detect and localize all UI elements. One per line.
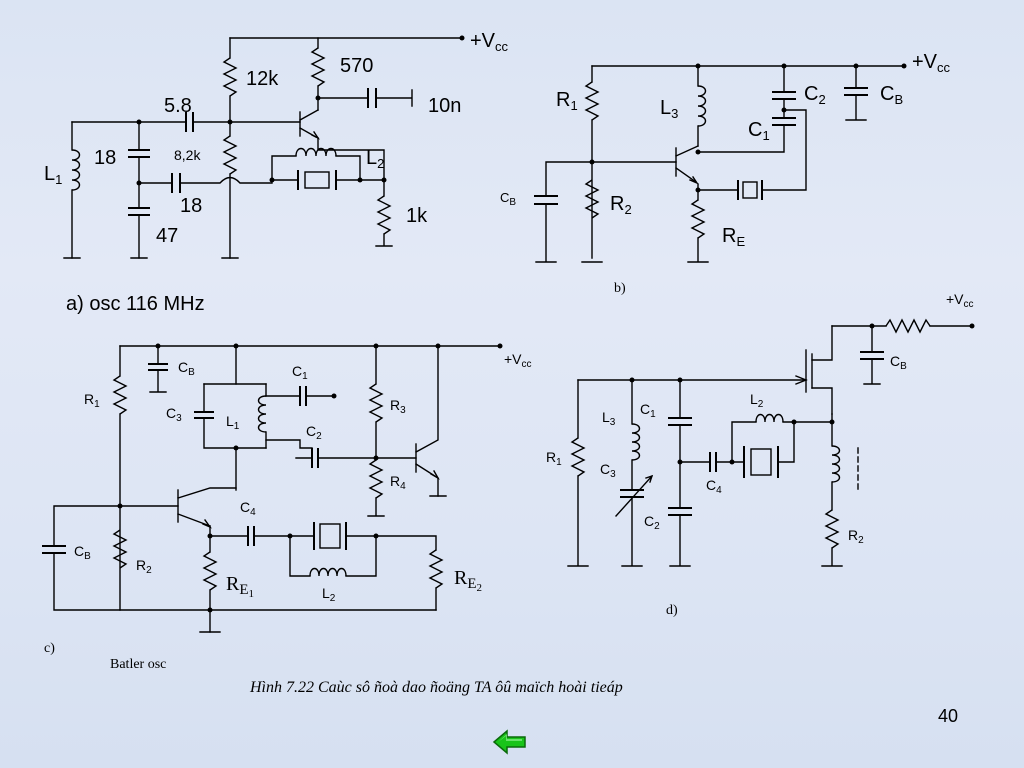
a-c-bottom-label: 47	[156, 225, 178, 247]
a-r-emitter-label: 1k	[406, 205, 428, 227]
c-re2-label: RE2	[454, 567, 482, 594]
d-vcc: +Vcc	[946, 291, 974, 310]
c-l1-label: L1	[226, 413, 240, 432]
a-title: a) osc 116 MHz	[66, 293, 205, 315]
d-r2-label: R2	[848, 527, 864, 546]
c-name: Batler osc	[110, 657, 166, 672]
d-label: d)	[666, 603, 678, 618]
d-c3-label: C3	[600, 461, 616, 480]
c-r4-label: R4	[390, 473, 406, 492]
circuit-d: +Vcc CB R1 L3 C3	[546, 291, 975, 618]
d-c2-label: C2	[644, 513, 660, 532]
a-r-bias-label: 8,2k	[174, 147, 201, 163]
circuit-c: +Vcc R1 CB C3 L1 C1 C	[42, 343, 532, 672]
a-c-mid-label: 18	[180, 195, 202, 217]
circuit-b: +Vcc R1 R2 CB L3 C2	[500, 51, 951, 296]
c-r1-label: R1	[84, 391, 100, 410]
circuit-a: +Vcc 12k 570 10n 5.8 8,2k	[44, 30, 509, 315]
a-r-collector-label: 570	[340, 55, 373, 77]
c-cb-top-label: CB	[178, 359, 195, 378]
c-label: c)	[44, 641, 55, 656]
c-c2-label: C2	[306, 423, 322, 442]
a-c-coupling-label: 5.8	[164, 95, 192, 117]
a-r-top-label: 12k	[246, 68, 279, 90]
b-l3-label: L3	[660, 97, 678, 121]
c-r2-label: R2	[136, 557, 152, 576]
d-cb-label: CB	[890, 353, 907, 372]
back-arrow-icon[interactable]	[492, 728, 528, 756]
b-c2-label: C2	[804, 83, 826, 107]
a-l1-label: L1	[44, 163, 62, 187]
a-c-top-label: 18	[94, 147, 116, 169]
b-re-label: RE	[722, 225, 745, 249]
figure-caption: Hình 7.22 Caùc sô ñoà dao ñoäng TA ôû ma…	[249, 679, 623, 696]
a-vcc: +Vcc	[470, 30, 509, 54]
c-c3-label: C3	[166, 405, 182, 424]
c-l2-label: L2	[322, 585, 336, 604]
c-re1-label: RE1	[226, 573, 254, 600]
b-vcc: +Vcc	[912, 51, 951, 75]
d-l3-label: L3	[602, 409, 616, 428]
page-number: 40	[938, 706, 959, 726]
c-vcc: +Vcc	[504, 351, 532, 370]
a-c-bypass-label: 10n	[428, 95, 461, 117]
b-r1-label: R1	[556, 89, 578, 113]
c-c1-label: C1	[292, 363, 308, 382]
d-r1-label: R1	[546, 449, 562, 468]
c-r3-label: R3	[390, 397, 406, 416]
a-l2-label: L2	[366, 147, 384, 171]
d-c4-label: C4	[706, 477, 722, 496]
d-l2-label: L2	[750, 391, 764, 410]
b-r2-label: R2	[610, 193, 632, 217]
b-cb-label: CB	[880, 83, 903, 107]
b-cb-left-label: CB	[500, 190, 516, 208]
d-c1-label: C1	[640, 401, 656, 420]
c-cb-left-label: CB	[74, 543, 91, 562]
b-label: b)	[614, 281, 626, 296]
b-c1-label: C1	[748, 119, 770, 143]
c-c4-label: C4	[240, 499, 256, 518]
